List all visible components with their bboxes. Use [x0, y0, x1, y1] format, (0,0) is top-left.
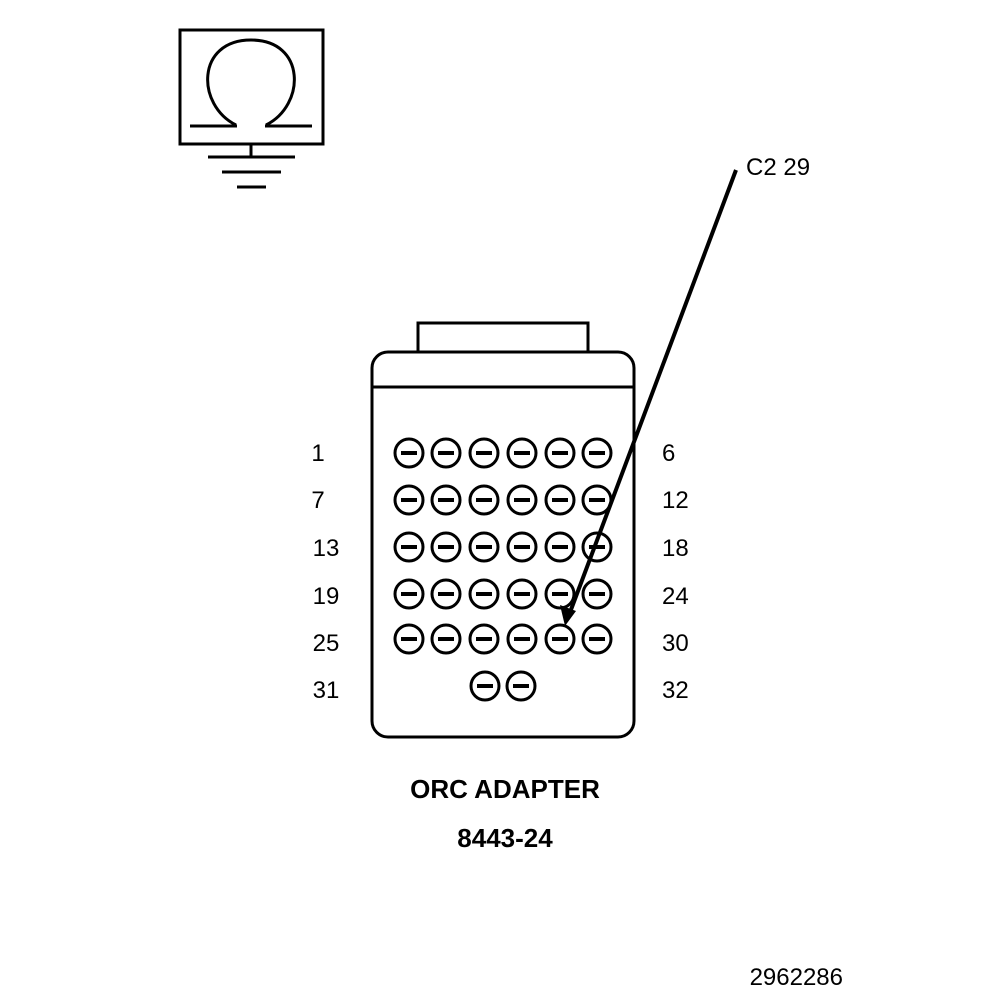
pin-label-right: 24: [662, 583, 689, 610]
pin-label-left: 25: [313, 630, 340, 657]
pin-cavity-27: [468, 623, 500, 655]
connector-body: [370, 321, 636, 739]
pin-label-left: 31: [313, 677, 340, 704]
pin-label-right: 30: [662, 630, 689, 657]
pin-cavity-19: [393, 578, 425, 610]
pin-cavity-29: [544, 623, 576, 655]
pin-cavity-21: [468, 578, 500, 610]
pin-cavity-4: [506, 437, 538, 469]
adapter-part-number: 8443-24: [457, 823, 553, 853]
callout-arrow: [560, 169, 738, 626]
adapter-name: ORC ADAPTER: [410, 774, 600, 804]
pin-cavity-16: [506, 531, 538, 563]
pin-label-left: 13: [313, 535, 340, 562]
pin-grid: [393, 437, 613, 702]
pin-cavity-31: [469, 670, 501, 702]
pin-label-left: 7: [311, 487, 324, 514]
pin-label-right: 12: [662, 487, 689, 514]
pin-cavity-11: [544, 484, 576, 516]
pin-cavity-10: [506, 484, 538, 516]
pin-cavity-13: [393, 531, 425, 563]
pin-cavity-20: [430, 578, 462, 610]
pin-label-left: 19: [313, 583, 340, 610]
pin-cavity-28: [506, 623, 538, 655]
pin-cavity-22: [506, 578, 538, 610]
right-pin-labels: 6 12 18 24 30 32: [662, 440, 689, 704]
pin-label-right: 18: [662, 535, 689, 562]
ohm-symbol-icon: [206, 38, 296, 127]
figure-id: 2962286: [750, 964, 843, 991]
ground-icon: [208, 144, 295, 189]
pin-cavity-17: [544, 531, 576, 563]
pin-cavity-6: [581, 437, 613, 469]
pin-cavity-32: [505, 670, 537, 702]
pin-cavity-3: [468, 437, 500, 469]
pin-cavity-24: [581, 578, 613, 610]
pin-cavity-1: [393, 437, 425, 469]
pin-cavity-5: [544, 437, 576, 469]
pin-label-right: 6: [662, 440, 675, 467]
arrowhead-icon: [560, 605, 576, 626]
pin-cavity-14: [430, 531, 462, 563]
pin-cavity-8: [430, 484, 462, 516]
ohmmeter-icon: [178, 28, 325, 146]
pin-cavity-2: [430, 437, 462, 469]
pin-cavity-15: [468, 531, 500, 563]
pin-cavity-9: [468, 484, 500, 516]
connector-latch: [416, 321, 590, 356]
callout-label: C2 29: [746, 154, 810, 181]
pin-label-left: 1: [311, 440, 324, 467]
pin-label-right: 32: [662, 677, 689, 704]
pin-cavity-26: [430, 623, 462, 655]
callout-leader-line: [567, 169, 738, 616]
pin-cavity-7: [393, 484, 425, 516]
left-pin-labels: 1 7 13 19 25 31: [311, 440, 339, 704]
pin-cavity-30: [581, 623, 613, 655]
pin-cavity-23: [544, 578, 576, 610]
pin-cavity-25: [393, 623, 425, 655]
